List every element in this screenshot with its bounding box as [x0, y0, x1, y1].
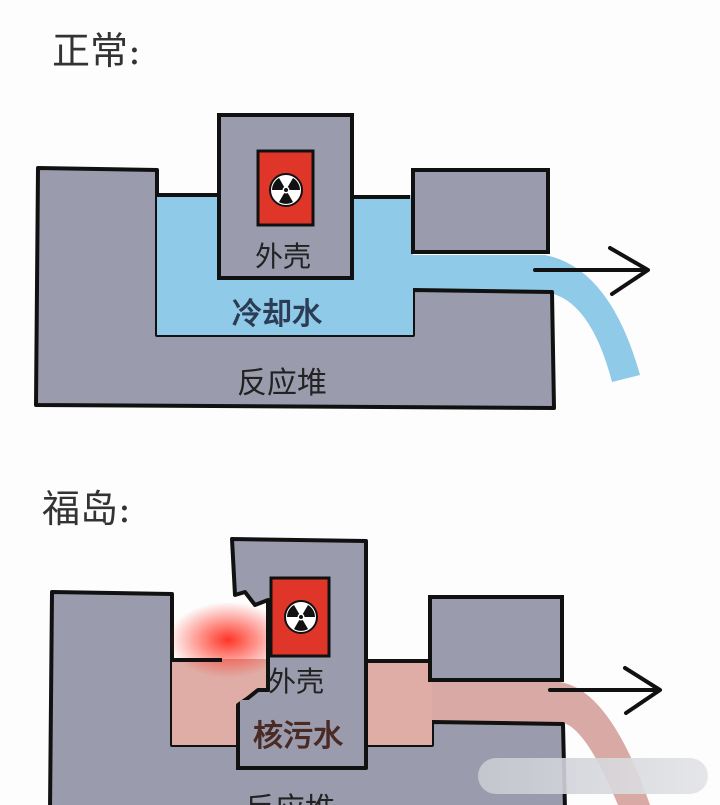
normal-title: 正常:: [52, 29, 141, 73]
fukushima-diagram: [48, 537, 662, 805]
fukushima-reactor-label: 反应堆: [245, 784, 335, 805]
radiation-icon: [269, 173, 303, 207]
arrow-right-icon: [548, 666, 662, 715]
normal-water-label: 冷却水: [232, 297, 322, 332]
normal-outflow-stream: [405, 255, 640, 382]
normal-right-block: [411, 168, 550, 254]
blurred-watermark: [478, 758, 708, 794]
radiation-icon: [284, 600, 318, 634]
fukushima-shell-label: 外壳: [267, 665, 325, 698]
arrow-right-icon: [533, 246, 650, 296]
normal-diagram: [34, 113, 650, 410]
fukushima-water-label: 核污水: [253, 719, 343, 754]
normal-reactor-label: 反应堆: [237, 366, 327, 401]
fukushima-title: 福岛:: [42, 487, 131, 531]
fukushima-right-block: [428, 595, 564, 682]
fukushima-outflow-stream: [420, 682, 650, 805]
normal-shell-label: 外壳: [254, 240, 312, 273]
